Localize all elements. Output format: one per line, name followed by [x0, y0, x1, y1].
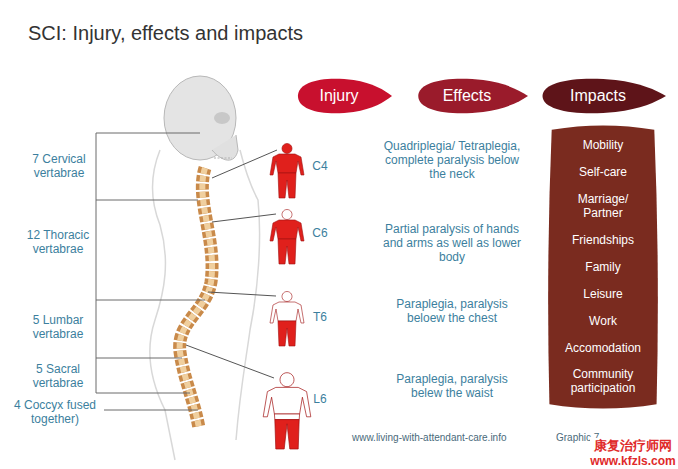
header-text: Effects [443, 87, 502, 105]
vertebra-label: 5 Lumbar vertabrae [22, 313, 94, 341]
effect-text: Paraplegia, paralysis belew the waist [382, 372, 522, 400]
injury-level: T6 [305, 310, 335, 324]
skull [164, 76, 238, 160]
watermark: 康复治疗师网 [590, 438, 676, 453]
impact-item: Accomodation [565, 341, 641, 355]
impact-item: Marriage/ Partner [560, 192, 646, 220]
effect-text: Paraplegia, paralysis beloew the chest [382, 297, 522, 325]
header-text: Injury [319, 87, 368, 105]
body-figure [263, 373, 311, 449]
injury-level: C6 [305, 226, 335, 240]
leader-line [186, 150, 277, 378]
effect-text: Quadriplegia/ Tetraplegia, complete para… [382, 139, 522, 181]
impact-item: Self-care [579, 165, 627, 179]
impacts-panel: MobilitySelf-careMarriage/ PartnerFriend… [546, 124, 660, 410]
impact-item: Leisure [583, 287, 622, 301]
shape-fill [543, 79, 666, 114]
vertebra-label: 5 Sacral vertabrae [22, 362, 94, 390]
body-figure [270, 144, 304, 199]
bracket [96, 133, 205, 410]
impact-item: Community participation [560, 367, 646, 395]
watermark: www.kfzls.com [590, 454, 676, 468]
vertebra-label: 4 Coccyx fused together) [8, 398, 102, 426]
injury-level: L6 [305, 392, 335, 406]
header-shape: Injury [296, 76, 392, 116]
impact-item: Mobility [583, 138, 624, 152]
header-shape: Impacts [540, 76, 666, 116]
body-outline [150, 150, 175, 460]
shape-fill [548, 125, 658, 408]
vertebra-label: 12 Thoracic vertabrae [22, 228, 94, 256]
source-url: www.living-with-attendant-care.info [352, 432, 542, 444]
impact-item: Family [585, 260, 620, 274]
title: SCI: Injury, effects and impacts [28, 22, 303, 45]
effect-text: Partial paralysis of hands and arms as w… [382, 222, 522, 264]
header-text: Impacts [570, 87, 636, 105]
shape-fill [418, 79, 528, 114]
impact-item: Work [589, 314, 617, 328]
spine [180, 168, 212, 428]
body-figure [270, 210, 304, 265]
vertebra-label: 7 Cervical vertabrae [24, 152, 94, 180]
injury-level: C4 [305, 159, 335, 173]
header-shape: Effects [416, 76, 528, 116]
body-figure [270, 292, 304, 347]
shape-fill [298, 79, 392, 114]
impact-item: Friendships [572, 233, 634, 247]
